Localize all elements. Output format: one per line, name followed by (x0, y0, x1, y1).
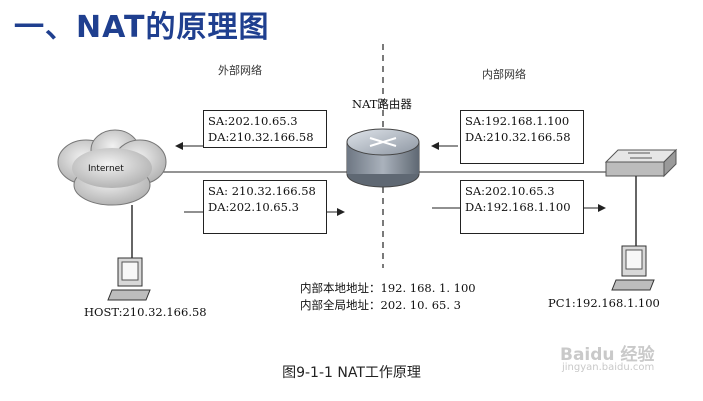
inside-network-label: 内部网络 (482, 68, 526, 81)
packet-da: DA:202.10.65.3 (208, 200, 299, 214)
packet-sa: SA:202.10.65.3 (465, 184, 555, 198)
host-label: HOST:210.32.166.58 (84, 305, 207, 319)
packet-da: DA:210.32.166.58 (465, 130, 571, 144)
watermark-brand: Baidu 经验 (560, 345, 655, 365)
host-computer-icon (107, 257, 151, 301)
packet-da: DA:210.32.166.58 (208, 130, 314, 144)
packet-sa: SA:202.10.65.3 (208, 114, 298, 128)
pc-label: PC1:192.168.1.100 (548, 296, 660, 310)
packet-box-inbound-right: SA:202.10.65.3 DA:192.168.1.100 (460, 180, 584, 234)
nat-router-icon (346, 128, 420, 188)
packet-da: DA:192.168.1.100 (465, 200, 571, 214)
outside-network-label: 外部网络 (218, 64, 262, 77)
packet-box-inbound-left: SA: 210.32.166.58 DA:202.10.65.3 (203, 180, 327, 234)
switch-icon (604, 148, 678, 178)
watermark-url: jingyan.baidu.com (562, 362, 655, 373)
internet-cloud-icon (57, 129, 167, 206)
page-title: 一、NAT的原理图 (14, 10, 270, 45)
pc-computer-icon (611, 245, 655, 291)
packet-box-outbound-right: SA:192.168.1.100 DA:210.32.166.58 (460, 110, 584, 164)
packet-sa: SA:192.168.1.100 (465, 114, 570, 128)
inside-global-address: 内部全局地址：202. 10. 65. 3 (300, 298, 461, 312)
internet-label: Internet (88, 164, 124, 174)
router-label: NAT路由器 (352, 97, 412, 111)
figure-caption: 图9-1-1 NAT工作原理 (282, 365, 421, 381)
inside-local-address: 内部本地地址：192. 168. 1. 100 (300, 281, 476, 295)
packet-sa: SA: 210.32.166.58 (208, 184, 316, 198)
packet-box-outbound-left: SA:202.10.65.3 DA:210.32.166.58 (203, 110, 327, 148)
